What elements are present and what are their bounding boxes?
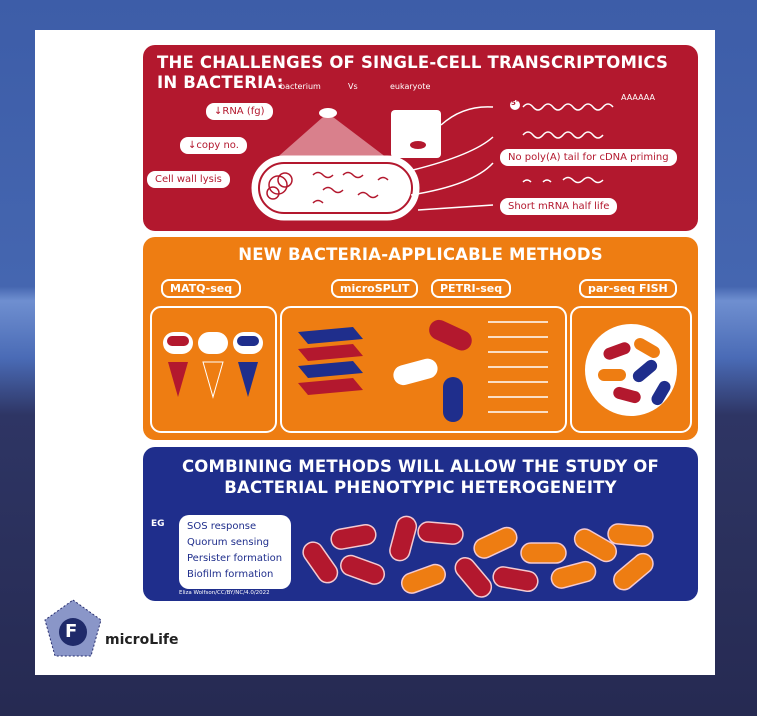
note-halflife: Short mRNA half life [500, 198, 618, 215]
challenges-panel: THE CHALLENGES OF SINGLE-CELL TRANSCRIPT… [143, 45, 698, 231]
method-petri-seq: PETRI-seq [431, 279, 512, 298]
challenge-rna: ↓RNA (fg) [206, 103, 273, 120]
bacteria-population [302, 515, 654, 598]
polya-tail: AAAAAA [621, 93, 655, 102]
method-matq-seq: MATQ-seq [161, 279, 242, 298]
methods-title: NEW BACTERIA-APPLICABLE METHODS [238, 245, 603, 264]
heterogeneity-title-1: COMBINING METHODS WILL ALLOW THE STUDY O… [181, 457, 660, 476]
logo-letter: F [65, 621, 78, 642]
label-bacterium: bacterium [280, 82, 321, 91]
label-eukaryote: eukaryote [390, 82, 431, 91]
methods-panel: NEW BACTERIA-APPLICABLE METHODS MATQ-seq… [143, 237, 698, 440]
example-item: Persister formation [187, 553, 283, 564]
challenge-lysis: Cell wall lysis [147, 171, 230, 188]
note-polya: No poly(A) tail for cDNA priming [500, 149, 677, 166]
label-vs: Vs [348, 82, 358, 91]
examples-list: SOS response Quorum sensing Persister fo… [179, 515, 291, 589]
heterogeneity-title-2: BACTERIAL PHENOTYPIC HETEROGENEITY [224, 478, 617, 497]
method-microsplit: microSPLIT [331, 279, 419, 298]
challenges-title-1: THE CHALLENGES OF SINGLE-CELL TRANSCRIPT… [157, 53, 669, 72]
challenge-copy: ↓copy no. [180, 137, 247, 154]
example-item: Quorum sensing [187, 537, 270, 548]
example-item: Biofilm formation [187, 569, 274, 580]
logo-name: microLife [105, 632, 179, 648]
example-item: SOS response [187, 521, 257, 532]
heterogeneity-panel: COMBINING METHODS WILL ALLOW THE STUDY O… [143, 447, 698, 601]
challenges-title-2: IN BACTERIA: [157, 73, 284, 92]
credit: Eliza Wolfson/CC/BY/NC/4.0/2022 [179, 590, 270, 596]
method-par-seq-fish: par-seq FISH [579, 279, 677, 298]
five-prime-cap: 5' [511, 99, 519, 107]
methods-illustration [150, 306, 692, 433]
bacterium-eukaryote-illustration [251, 100, 614, 221]
eg-label: EG [151, 519, 165, 529]
microlife-logo-icon [44, 599, 102, 657]
